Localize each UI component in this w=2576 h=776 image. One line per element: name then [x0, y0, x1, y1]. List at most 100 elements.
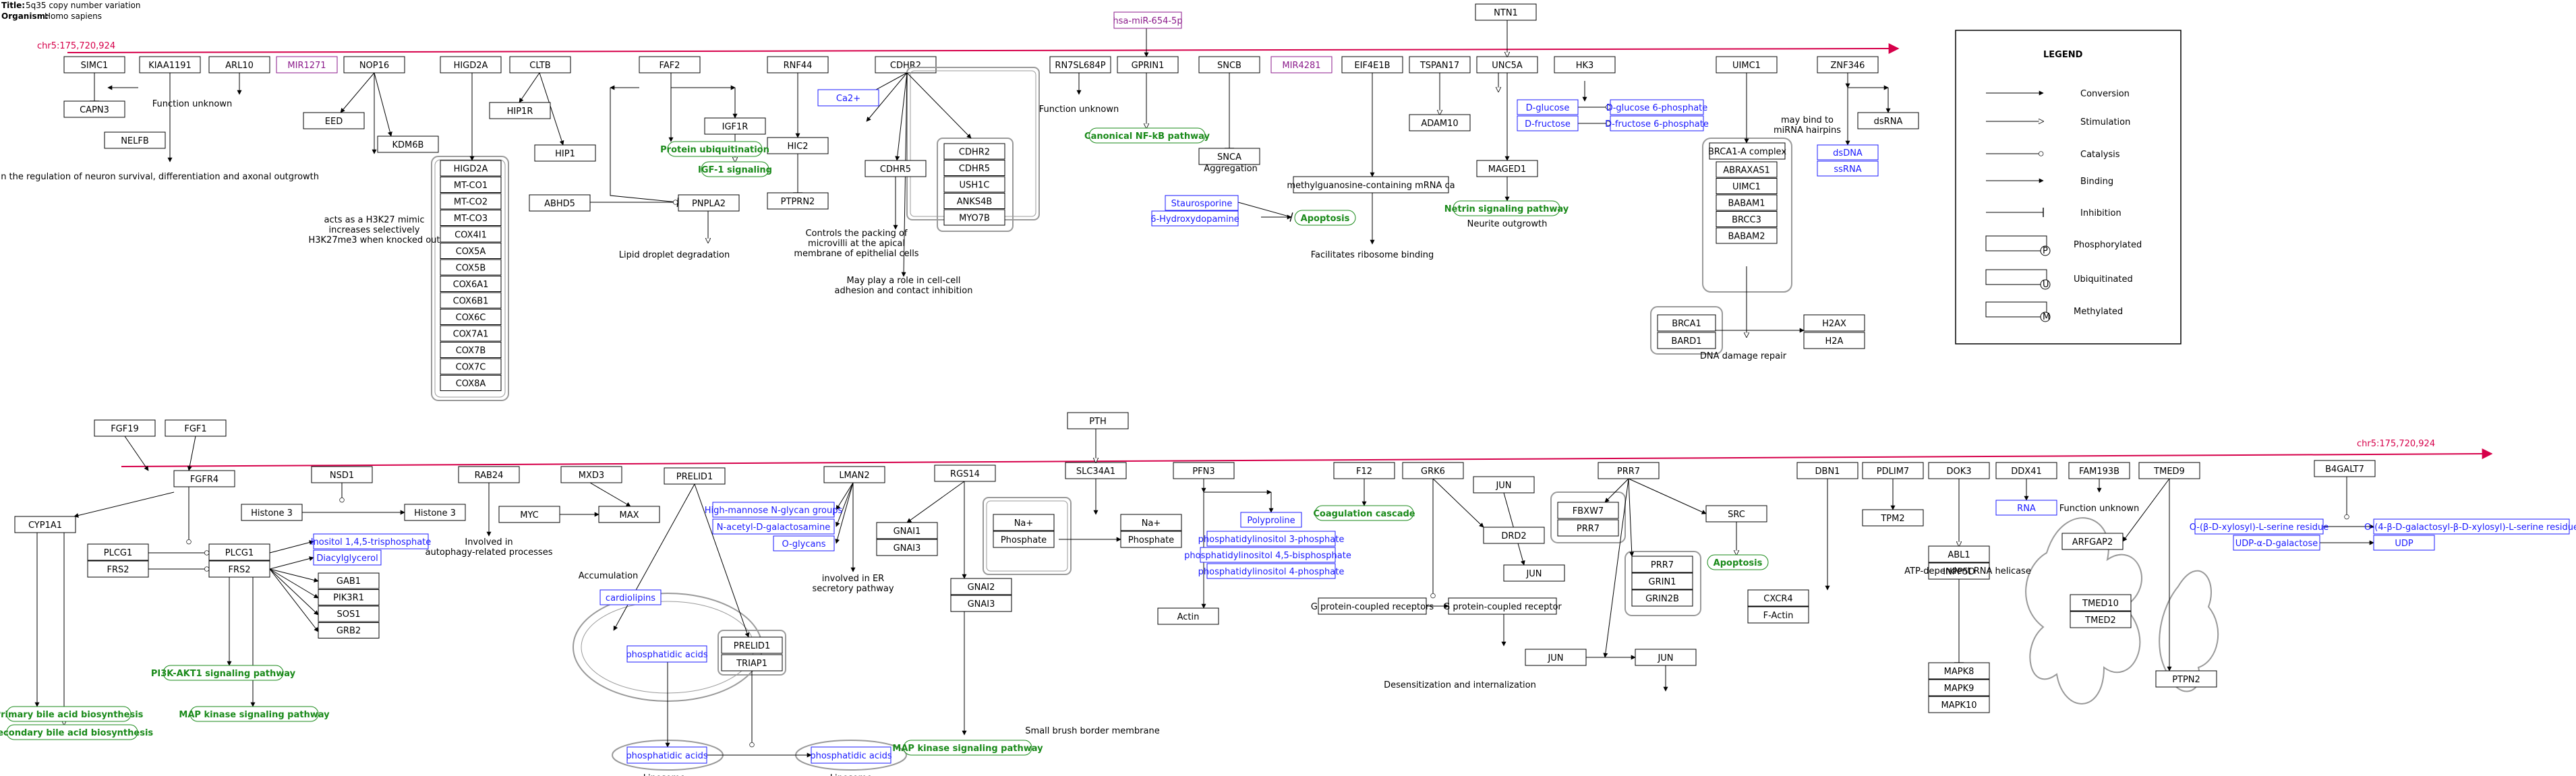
gene-rgs14[interactable]: RGS14 — [934, 465, 996, 482]
stack-cox7b[interactable]: COX7B — [440, 342, 502, 358]
pathway-coagulation[interactable]: Coagulation cascade — [1313, 505, 1415, 521]
triap1[interactable]: TRIAP1 — [721, 654, 783, 671]
gene-kiaa1191[interactable]: KIAA1191 — [139, 56, 201, 73]
gene-unc5a[interactable]: UNC5A — [1476, 56, 1538, 73]
mapk9[interactable]: MAPK9 — [1928, 679, 1990, 696]
glucose-6-phosphate[interactable]: D-glucose 6-phosphate — [1606, 99, 1708, 115]
pi4p[interactable]: phosphatidylinositol 4-phosphate — [1198, 563, 1345, 579]
stack-pik3r1[interactable]: PIK3R1 — [318, 589, 380, 605]
galactosyl-xylosyl-serine[interactable]: O-(4-β-D-galactosyl-β-D-xylosyl)-L-serin… — [2364, 518, 2576, 535]
xylosyl-serine[interactable]: O-(β-D-xylosyl)-L-serine residue — [2190, 518, 2329, 535]
pip2[interactable]: phosphatidylinositol 4,5-bisphosphate — [1184, 547, 1351, 563]
abl1[interactable]: ABL1 — [1928, 545, 1990, 563]
stack-cox5a[interactable]: COX5A — [440, 243, 502, 259]
pathway-map-kinase-b[interactable]: MAP kinase signaling pathway — [892, 740, 1043, 756]
max[interactable]: MAX — [598, 506, 660, 523]
histone3-b[interactable]: Histone 3 — [404, 504, 466, 521]
gene-mir4281[interactable]: MIR4281 — [1270, 56, 1333, 73]
ssrna[interactable]: ssRNA — [1817, 160, 1879, 177]
jun-b[interactable]: JUN — [1503, 564, 1565, 582]
phosphate-2[interactable]: Phosphate — [1120, 531, 1182, 548]
frs2-b[interactable]: FRS2 — [208, 560, 270, 578]
capn3[interactable]: CAPN3 — [63, 100, 125, 118]
histone3-a[interactable]: Histone 3 — [241, 504, 303, 521]
stack-brcc3[interactable]: BRCC3 — [1716, 211, 1778, 227]
pathway-apoptosis-a[interactable]: Apoptosis — [1294, 210, 1356, 226]
arfgap2[interactable]: ARFGAP2 — [2061, 533, 2124, 550]
gene-faf2[interactable]: FAF2 — [639, 56, 701, 73]
pi3p[interactable]: phosphatidylinositol 3-phosphate — [1198, 531, 1345, 547]
gene-dok3[interactable]: DOK3 — [1928, 462, 1990, 479]
gene-higd2a[interactable]: HIGD2A — [440, 56, 502, 73]
stack-cox6c[interactable]: COX6C — [440, 309, 502, 325]
bard1[interactable]: BARD1 — [1657, 332, 1716, 349]
fructose-6-phosphate[interactable]: D-fructose 6-phosphate — [1605, 115, 1709, 131]
stack-anks4b[interactable]: ANKS4B — [943, 193, 1005, 209]
stack-mt-co2[interactable]: MT-CO2 — [440, 193, 502, 210]
stack-mt-co3[interactable]: MT-CO3 — [440, 210, 502, 226]
gene-pfn3[interactable]: PFN3 — [1173, 462, 1235, 479]
stack-cox6a1[interactable]: COX6A1 — [440, 276, 502, 292]
na-2[interactable]: Na+ — [1120, 514, 1182, 531]
cxcr4[interactable]: CXCR4 — [1747, 589, 1809, 607]
inpp5d[interactable]: INPP5D — [1928, 562, 1990, 580]
stack-uimc1[interactable]: UIMC1 — [1716, 178, 1778, 194]
udp[interactable]: UDP — [2373, 535, 2435, 551]
pathway-netrin[interactable]: Netrin signaling pathway — [1444, 200, 1569, 216]
abhd5[interactable]: ABHD5 — [529, 194, 591, 212]
ptprn2[interactable]: PTPRN2 — [767, 192, 829, 210]
rna[interactable]: RNA — [1995, 500, 2057, 516]
h2a[interactable]: H2A — [1803, 332, 1865, 349]
stack-cox5b[interactable]: COX5B — [440, 259, 502, 276]
gene-lman2[interactable]: LMAN2 — [823, 466, 885, 483]
gene-hk3[interactable]: HK3 — [1554, 56, 1616, 73]
hip1r[interactable]: HIP1R — [489, 102, 551, 119]
tpm2[interactable]: TPM2 — [1862, 509, 1924, 527]
stack-ush1c[interactable]: USH1C — [943, 176, 1005, 193]
prr7-b[interactable]: PRR7 — [1557, 519, 1619, 537]
fgf19[interactable]: FGF19 — [94, 419, 156, 437]
fbxw7[interactable]: FBXW7 — [1557, 502, 1619, 519]
gene-arl10[interactable]: ARL10 — [208, 56, 270, 73]
gene-eif4e1b[interactable]: EIF4E1B — [1341, 56, 1403, 73]
plcg1-b[interactable]: PLCG1 — [208, 543, 270, 561]
pathway-secondary-bile[interactable]: Secondary bile acid biosynthesis — [0, 724, 153, 740]
gene-dbn1[interactable]: DBN1 — [1796, 462, 1858, 479]
actin[interactable]: Actin — [1157, 607, 1219, 625]
stack-cdhr5[interactable]: CDHR5 — [943, 160, 1005, 176]
gene-b4galt7[interactable]: B4GALT7 — [2314, 460, 2376, 477]
stack-babam2[interactable]: BABAM2 — [1716, 227, 1778, 244]
phosphatidic-acids-2[interactable]: phosphatidic acids — [626, 746, 708, 764]
udp-galactose[interactable]: UDP-α-D-galactose — [2233, 535, 2320, 551]
gpcr-a[interactable]: G protein-coupled receptors — [1311, 597, 1434, 615]
plcg1-a[interactable]: PLCG1 — [87, 543, 149, 561]
gene-cyp1a1[interactable]: CYP1A1 — [14, 516, 76, 533]
n-acetyl-galactosamine[interactable]: N-acetyl-D-galactosamine — [712, 518, 835, 535]
gene-simc1[interactable]: SIMC1 — [63, 56, 125, 73]
d-fructose[interactable]: D-fructose — [1517, 115, 1579, 131]
stack-mt-co1[interactable]: MT-CO1 — [440, 177, 502, 193]
gene-sncb[interactable]: SNCB — [1198, 56, 1260, 73]
cardiolipins[interactable]: cardiolipins — [599, 589, 662, 605]
mapk10[interactable]: MAPK10 — [1928, 696, 1990, 713]
gene-znf346[interactable]: ZNF346 — [1817, 56, 1879, 73]
gene-gprin1[interactable]: GPRIN1 — [1117, 56, 1179, 73]
pth[interactable]: PTH — [1067, 412, 1129, 429]
brca1-a-complex[interactable]: BRCA1-A complex — [1708, 142, 1786, 160]
gene-tmed9[interactable]: TMED9 — [2138, 462, 2200, 479]
high-mannose-glycan[interactable]: High-mannose N-glycan groups — [705, 502, 843, 518]
hip1[interactable]: HIP1 — [534, 144, 596, 162]
gnai1-a[interactable]: GNAI1 — [876, 522, 938, 539]
gene-rnf44[interactable]: RNF44 — [767, 56, 829, 73]
gene-mxd3[interactable]: MXD3 — [560, 466, 622, 483]
pathway-apoptosis-b[interactable]: Apoptosis — [1707, 554, 1769, 570]
mapk8[interactable]: MAPK8 — [1928, 662, 1990, 680]
adam10[interactable]: ADAM10 — [1409, 114, 1471, 131]
gene-ddx41[interactable]: DDX41 — [1995, 462, 2057, 479]
myc[interactable]: MYC — [498, 506, 560, 523]
6-hydroxydopamine[interactable]: 6-Hydroxydopamine — [1150, 210, 1239, 227]
phosphate-1[interactable]: Phosphate — [993, 531, 1055, 548]
stack-sos1[interactable]: SOS1 — [318, 605, 380, 622]
na-1[interactable]: Na+ — [993, 514, 1055, 531]
gnai2[interactable]: GNAI2 — [950, 578, 1012, 595]
